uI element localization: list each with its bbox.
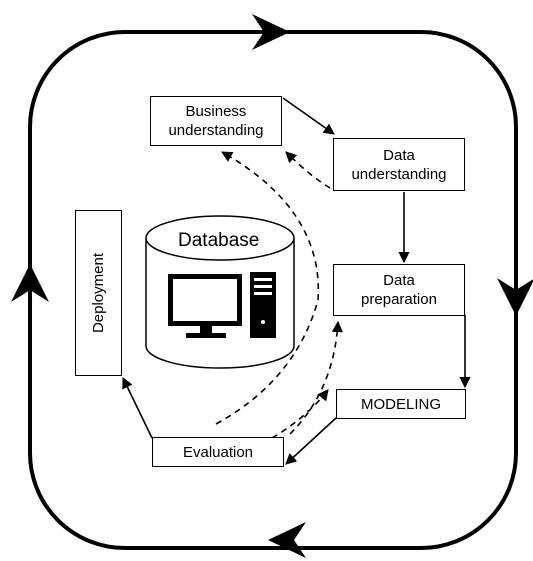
node-data-preparation: Data preparation bbox=[333, 264, 465, 316]
monitor-icon bbox=[168, 274, 242, 338]
node-evaluation: Evaluation bbox=[152, 437, 284, 467]
node-business-understanding: Business understanding bbox=[150, 96, 282, 146]
node-deployment: Deployment bbox=[75, 210, 122, 376]
dashed-arrow-data-understanding-to-business bbox=[285, 151, 331, 189]
node-modeling: MODELING bbox=[336, 389, 466, 419]
node-data-understanding: Data understanding bbox=[333, 138, 465, 191]
arrow-business-to-data-understanding bbox=[282, 97, 335, 135]
dashed-arrow-evaluation-to-modeling bbox=[271, 389, 329, 439]
cycle-arrow-top-icon bbox=[252, 14, 290, 50]
dashed-arrow-evaluation-to-preparation bbox=[289, 320, 343, 435]
cycle-arrow-right-icon bbox=[497, 278, 533, 316]
arrow-evaluation-to-deployment bbox=[122, 376, 153, 439]
arrow-modeling-to-evaluation bbox=[285, 417, 337, 465]
computer-tower-icon bbox=[250, 272, 276, 338]
cycle-arrow-bottom-icon bbox=[268, 522, 306, 558]
database-label: Database bbox=[178, 230, 260, 251]
dashed-arrow-evaluation-to-business bbox=[215, 151, 320, 425]
node-deployment-label: Deployment bbox=[90, 252, 107, 334]
cycle-arrow-left-icon bbox=[11, 264, 49, 302]
